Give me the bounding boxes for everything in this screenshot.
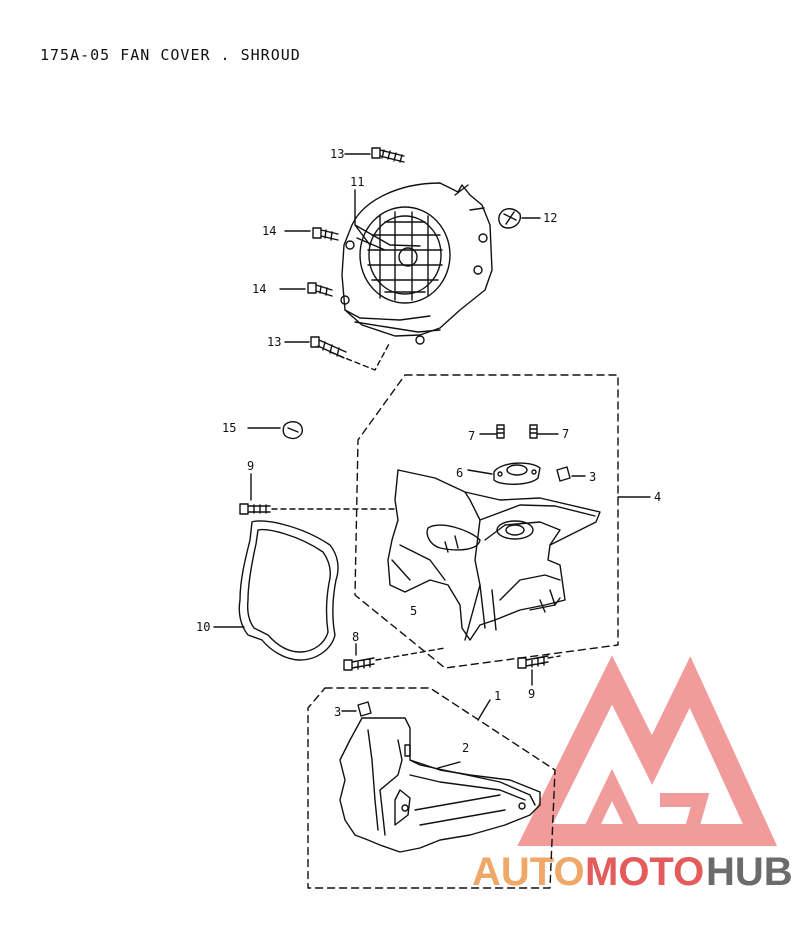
callout-1: 1 (494, 689, 501, 703)
callout-labels: 13 11 12 14 14 13 15 7 7 9 6 3 4 5 10 8 … (196, 147, 661, 755)
screw-9-upper (239, 473, 396, 515)
leader-lines-top (279, 153, 541, 343)
callout-6: 6 (456, 466, 463, 480)
callout-9-lower: 9 (528, 687, 535, 701)
callout-5: 5 (410, 604, 417, 618)
dash-fan-cover (329, 341, 391, 371)
diagram-title: 175A-05 FAN COVER . SHROUD (40, 46, 301, 64)
part-12-grommet (498, 208, 522, 229)
callout-10: 10 (196, 620, 210, 634)
callout-2: 2 (462, 741, 469, 755)
bolt-14-upper (312, 227, 339, 241)
callout-13-bottom: 13 (267, 335, 281, 349)
shroud-upper (387, 469, 601, 641)
leader-1 (477, 699, 491, 721)
watermark-text-hub: HUB (706, 850, 793, 894)
group-4-outline (354, 374, 619, 669)
callout-15: 15 (222, 421, 236, 435)
watermark-text-moto: MOTO (585, 850, 704, 894)
bolt-13-bottom (310, 336, 347, 359)
callout-3-lower: 3 (334, 705, 341, 719)
bolt-13-top (371, 147, 405, 163)
part-10-seal (213, 520, 339, 661)
watermark-text-auto: AUTO (472, 850, 585, 894)
callout-3-upper: 3 (589, 470, 596, 484)
fan-cover (340, 182, 493, 345)
callout-7-left: 7 (468, 429, 475, 443)
lower-guard (339, 717, 541, 853)
bolt-14-lower (307, 282, 333, 297)
callout-14-lower: 14 (252, 282, 266, 296)
callout-8: 8 (352, 630, 359, 644)
callout-9-upper: 9 (247, 459, 254, 473)
callout-13-top: 13 (330, 147, 344, 161)
callout-4: 4 (654, 490, 661, 504)
callout-12: 12 (543, 211, 557, 225)
callout-11: 11 (350, 175, 364, 189)
part-3-clip-lower (341, 701, 372, 717)
part-6-plate (467, 462, 541, 485)
screw-7-left (479, 424, 505, 439)
screw-9-lower (517, 655, 561, 686)
part-3-clip-upper (556, 466, 586, 482)
screw-7-right (529, 424, 559, 439)
part-15-clip (247, 421, 303, 440)
callout-14-upper: 14 (262, 224, 276, 238)
screw-8 (343, 643, 446, 671)
watermark-logo (517, 655, 778, 846)
callout-7-right: 7 (562, 427, 569, 441)
group-1-outline (307, 687, 556, 889)
